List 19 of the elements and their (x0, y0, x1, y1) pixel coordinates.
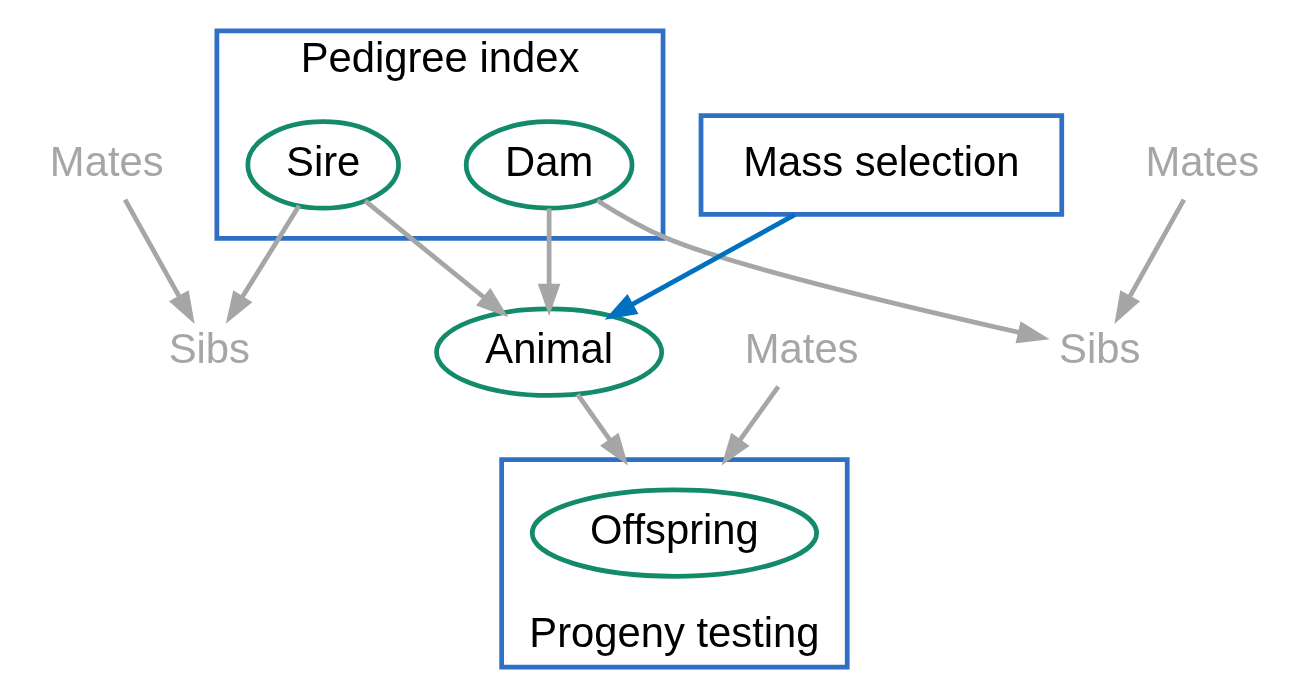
node-text: Mates (744, 324, 859, 372)
arrow (363, 199, 508, 318)
node-text: Sibs (168, 324, 250, 372)
arrow (595, 198, 1050, 344)
node-text: Mates (49, 137, 164, 185)
arrow (537, 208, 560, 317)
node-ellipse: Sire (244, 119, 401, 211)
node-text: Sibs (1058, 324, 1140, 372)
node-box: Mass selection (698, 113, 1064, 217)
arrow (604, 212, 796, 320)
node-ellipse: Animal (433, 306, 664, 398)
arrow (122, 198, 195, 325)
node-ellipse: Offspring (529, 487, 819, 579)
arrow (721, 385, 780, 466)
arrow (225, 204, 301, 324)
node-text: Mates (1144, 137, 1259, 185)
node-ellipse: Dam (463, 119, 634, 211)
arrow (575, 392, 628, 466)
arrow (1113, 198, 1186, 325)
